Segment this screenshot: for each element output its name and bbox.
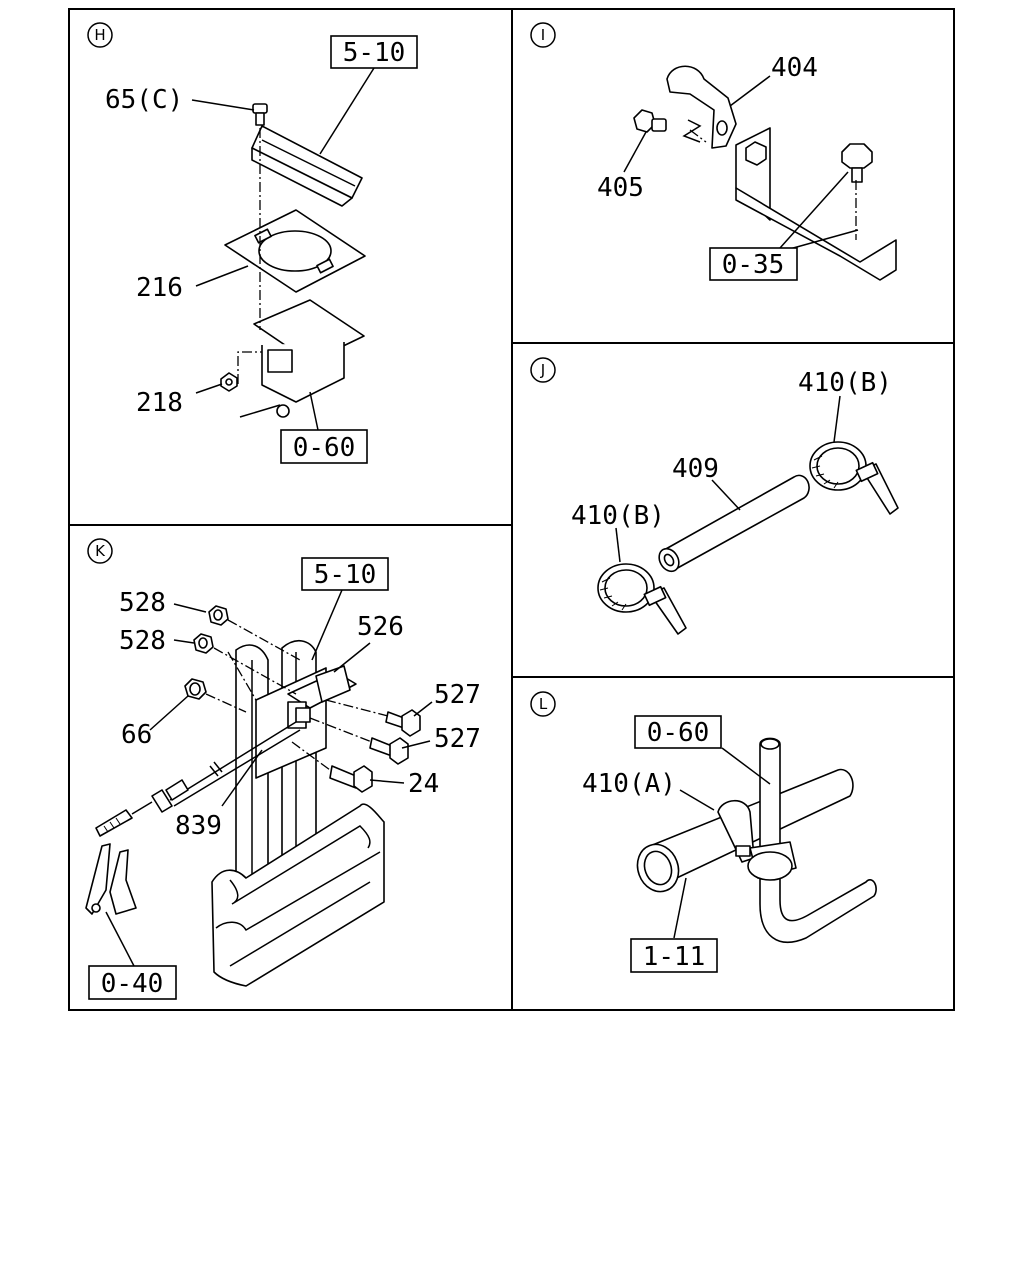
nut-528-upper xyxy=(208,605,229,626)
ref-box-5-10: 5-10 xyxy=(301,557,389,591)
nut-528-lower xyxy=(193,633,214,654)
svg-text:5-10: 5-10 xyxy=(314,560,377,590)
bolt-527-upper xyxy=(385,709,421,737)
bolt-527-lower xyxy=(369,737,409,765)
hose-409 xyxy=(658,474,810,573)
mount-bracket xyxy=(239,299,365,418)
part-label-839: 839 xyxy=(175,811,222,841)
panel-i: I 0-35 xyxy=(530,22,897,281)
part-label-527-lower: 527 xyxy=(434,724,481,754)
frame-rail xyxy=(211,803,385,987)
center-lines xyxy=(205,619,389,771)
part-label-66: 66 xyxy=(121,720,152,750)
svg-text:I: I xyxy=(541,26,545,44)
panel-l-marker: L xyxy=(530,691,556,717)
part-label-405: 405 xyxy=(597,173,644,203)
frame-bracket xyxy=(735,127,897,281)
part-label-526: 526 xyxy=(357,612,404,642)
svg-text:L: L xyxy=(539,695,548,713)
ref-box-0-35: 0-35 xyxy=(709,247,798,281)
panel-l: L 0-60 1-11 xyxy=(530,691,877,973)
ref-box-0-60: 0-60 xyxy=(634,715,722,749)
part-label-410b-lower: 410(B) xyxy=(571,501,665,531)
svg-text:0-40: 0-40 xyxy=(101,969,164,999)
svg-text:1-11: 1-11 xyxy=(643,942,706,972)
part-label-24: 24 xyxy=(408,769,439,799)
panel-h-marker: H xyxy=(87,22,113,48)
cable-mount-plate xyxy=(255,665,357,779)
part-label-410b-upper: 410(B) xyxy=(798,368,892,398)
bolt-65c xyxy=(252,103,268,126)
bent-pipe xyxy=(759,737,877,943)
panel-j-marker: J xyxy=(530,357,556,383)
ref-box-0-60: 0-60 xyxy=(280,429,368,464)
svg-text:0-60: 0-60 xyxy=(647,718,710,748)
gasket-plate xyxy=(224,209,366,293)
clamp-bracket-404 xyxy=(666,65,737,149)
panel-j: J 410(B) 409 410(B) xyxy=(530,357,899,635)
bolt-0-35 xyxy=(841,143,873,183)
hose-clamp-410b-upper xyxy=(809,441,899,515)
svg-text:K: K xyxy=(95,542,106,560)
part-label-528-lower: 528 xyxy=(119,626,166,656)
panel-k: K xyxy=(85,538,481,1000)
ref-box-1-11: 1-11 xyxy=(630,938,718,973)
hose-clamp-410b-lower xyxy=(597,563,687,635)
svg-text:0-35: 0-35 xyxy=(722,250,785,280)
part-label-218: 218 xyxy=(136,388,183,418)
nut-218 xyxy=(220,372,238,392)
part-label-528-upper: 528 xyxy=(119,588,166,618)
ref-box-5-10: 5-10 xyxy=(330,35,418,69)
bolt-24 xyxy=(329,765,373,793)
svg-text:5-10: 5-10 xyxy=(343,38,406,68)
diagram-frame xyxy=(68,8,955,1011)
break-line xyxy=(682,119,702,143)
part-label-65c: 65(C) xyxy=(105,85,183,115)
panel-k-marker: K xyxy=(87,538,113,564)
panel-h: H xyxy=(87,22,418,464)
svg-text:0-60: 0-60 xyxy=(293,433,356,463)
cable-839 xyxy=(95,721,301,837)
svg-text:H: H xyxy=(94,26,105,44)
pipe-clamp-410a xyxy=(717,799,797,881)
nut-66 xyxy=(184,678,207,700)
panel-i-marker: I xyxy=(530,22,556,48)
lever-0-40 xyxy=(85,843,137,915)
svg-text:J: J xyxy=(540,361,545,379)
part-label-404: 404 xyxy=(771,53,818,83)
channel-plate xyxy=(251,125,363,207)
bolt-405 xyxy=(633,109,667,133)
part-label-410a: 410(A) xyxy=(582,769,676,799)
part-label-216: 216 xyxy=(136,273,183,303)
ref-box-0-40: 0-40 xyxy=(88,965,177,1000)
center-line xyxy=(237,128,262,384)
part-label-409: 409 xyxy=(672,454,719,484)
part-label-527-upper: 527 xyxy=(434,680,481,710)
